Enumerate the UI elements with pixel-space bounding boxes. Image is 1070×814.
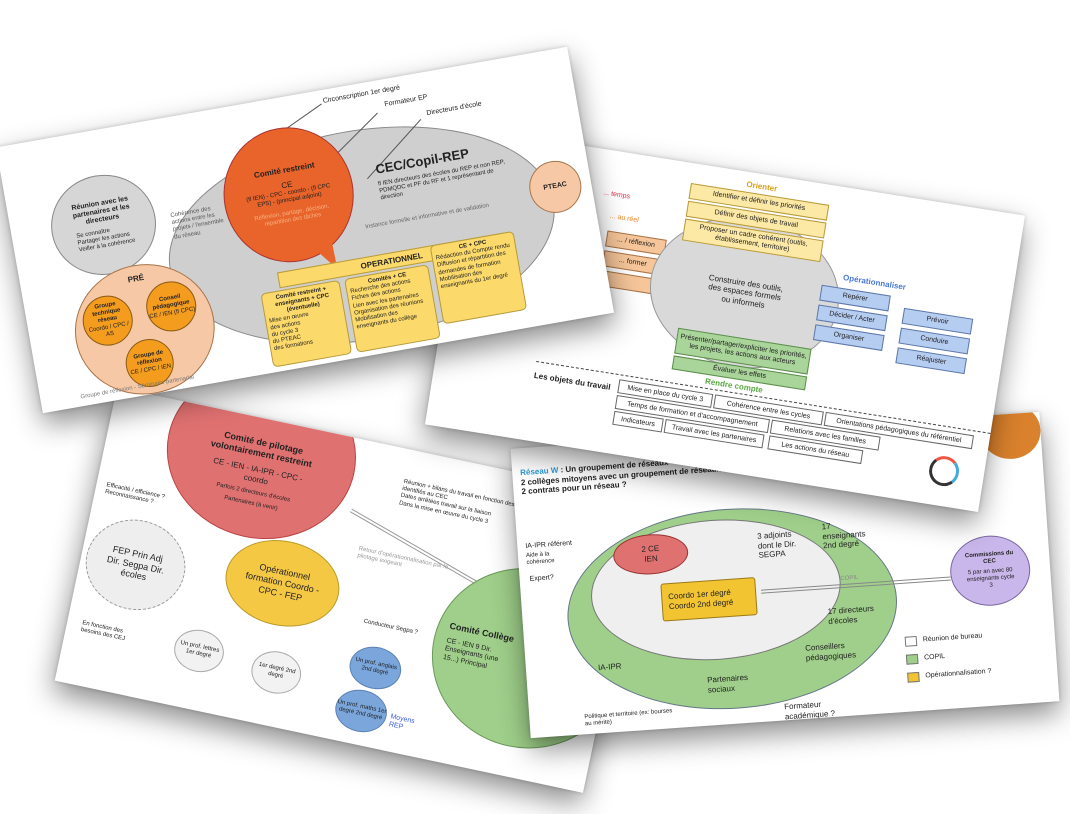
fep-circle: FEP Prin Adj Dir. Segpa Dir. écoles	[77, 510, 194, 620]
commissions-body: 5 par an avec 80 enseignants cycle 3	[966, 567, 1015, 590]
small-circle-blue: Un prof. maths 1er degré 2nd degré	[331, 685, 391, 737]
legend: Réunion de bureau COPIL Opérationnalisat…	[904, 631, 992, 683]
network-logo-icon	[926, 453, 962, 489]
directeurs-ecole-label: Directeurs d'école	[426, 100, 483, 118]
ia-ipr-label: IA-IPR	[597, 661, 622, 673]
en-fonction-note: En fonction des besoins des CEJ	[80, 620, 126, 643]
pre-title: PRÉ	[126, 272, 145, 285]
legend-swatch-operationnalisation	[907, 671, 920, 683]
small-circle: Un prof. lettres 1er degré	[170, 625, 228, 677]
partenaires-label: Partenaires sociaux	[706, 672, 749, 695]
copil-arrow-label: COPIL	[840, 574, 859, 583]
ce-ien-text: 2 CE IEN	[641, 544, 660, 564]
small-circle-text: Un prof. lettres 1er degré	[180, 639, 220, 660]
arrow-label: Retour d'opérationnalisation par le pilo…	[356, 545, 449, 571]
coordo-box: Coordo 1er degré Coordo 2nd degré	[660, 577, 758, 622]
legend-item: Réunion de bureau	[904, 631, 990, 647]
op-box: Comités + CE Recherche des actions Fiche…	[344, 264, 441, 353]
formateur-label: Formateur académique ?	[783, 699, 836, 721]
commissions-title: Commissions du CEC	[964, 549, 1014, 565]
aide-coherence: Aide à la cohérence	[525, 551, 555, 567]
adjoints-label: 3 adjoints dont le Dir. SEGPA	[756, 529, 797, 560]
left-orange-label: ... au réel	[609, 212, 640, 225]
left-red-label: ... temps	[602, 189, 631, 201]
objets-title: Les objets du travail	[533, 370, 612, 392]
legend-item: Opérationnalisation ?	[907, 667, 992, 683]
moyens-rep-label: Moyens REP	[388, 713, 416, 732]
operationnel-circle: Opérationnel formation Coordo - CPC - FE…	[217, 529, 348, 637]
legend-label: Réunion de bureau	[922, 632, 983, 644]
legend-swatch-copil	[905, 653, 919, 665]
enseignants-label: 17 enseignants 2nd degré	[821, 521, 866, 551]
small-circle-blue: Un prof. anglais 2nd degré	[345, 642, 406, 694]
pteac-text: PTEAC	[542, 180, 568, 192]
small-circle-text: Un prof. anglais 2nd degré	[355, 656, 398, 677]
legend-label: Opérationnalisation ?	[925, 667, 992, 680]
operationnel-text: Opérationnel formation Coordo - CPC - FE…	[244, 562, 321, 603]
small-circle: 1er degré 2nd degré	[247, 646, 306, 699]
fep-text: FEP Prin Adj Dir. Segpa Dir. écoles	[106, 543, 166, 583]
small-circle-text: Un prof. maths 1er degré 2nd degré	[337, 698, 387, 722]
legend-item: COPIL	[905, 649, 991, 665]
op-box: CE + CPC Rédaction du Compte rendu Diffu…	[429, 230, 528, 325]
comite-title: Comité restreint	[253, 159, 316, 180]
directeurs-label: 17 directeurs d'écoles	[827, 603, 875, 626]
commissions-circle: Commissions du CEC 5 par an avec 80 ense…	[947, 532, 1033, 609]
politique-label: Politique et territoire (ex: bourses au …	[584, 708, 673, 728]
formateur-ep-label: Formateur EP	[383, 93, 428, 109]
comite-pilotage-bubble: Comité de pilotage volontairement restre…	[150, 387, 373, 557]
small-circle-text: 1er degré 2nd degré	[258, 661, 297, 680]
expert-label: Expert?	[529, 574, 554, 583]
reunion-bullets: Se connaître Partager les actions Veille…	[76, 224, 136, 255]
construire-text: Construire des outils, des espaces forme…	[707, 272, 784, 310]
conducteur-note: Conducteur Segpa ?	[363, 618, 419, 636]
legend-swatch-bureau	[904, 635, 918, 647]
op-box: Comité restreint + enseignants + CPC (év…	[260, 279, 353, 368]
legend-label: COPIL	[923, 652, 946, 662]
